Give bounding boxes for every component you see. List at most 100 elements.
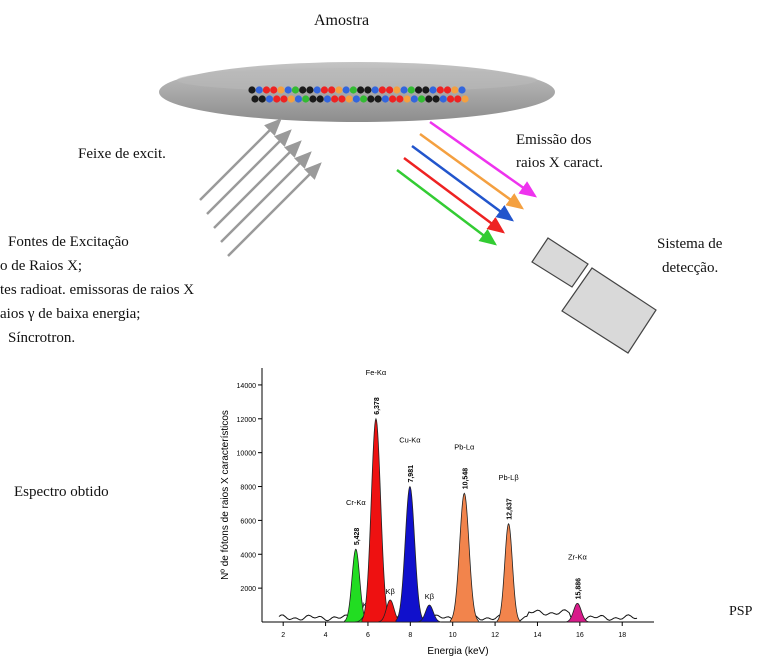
excitation-beam-arrows: [199, 118, 322, 257]
sample-dot: [400, 86, 408, 94]
sample-dot: [364, 86, 372, 94]
sample-dot: [446, 95, 455, 103]
source-item: Síncrotron.: [8, 330, 76, 346]
sample-dot: [461, 95, 469, 103]
spectrum-peak: [361, 417, 391, 623]
sample-dot: [393, 86, 401, 94]
peak-energy-label: 10,548: [462, 468, 469, 490]
sample-dot: [374, 95, 382, 103]
sample-dot: [287, 95, 295, 103]
sample-label: Amostra: [314, 12, 370, 29]
excitation-beam-label: Feixe de excit.: [78, 146, 166, 162]
sample-dot: [313, 86, 321, 94]
sample-dot: [291, 86, 300, 94]
sample-dot: [371, 86, 379, 94]
peak-energy-label: 12,637: [507, 498, 514, 520]
sample-dot: [284, 86, 292, 94]
detector-label-line1: Sistema de: [657, 236, 723, 252]
sample-dot: [451, 86, 459, 94]
sample-dot: [255, 86, 263, 94]
spectrum-peak: [417, 604, 442, 623]
corner-label: PSP: [729, 604, 753, 619]
sample-disc: [159, 62, 555, 122]
sample-dot: [360, 95, 368, 103]
detector-label-line2: detecção.: [662, 260, 719, 276]
sample-dot: [345, 95, 353, 103]
sample-dot: [309, 95, 317, 103]
x-axis-label: Energia (keV): [427, 646, 488, 657]
sample-dot: [342, 86, 350, 94]
sample-dot: [299, 86, 307, 94]
sample-dot: [439, 95, 447, 103]
x-tick-label: 12: [491, 632, 499, 639]
x-tick-label: 8: [408, 632, 412, 639]
sample-dot: [367, 95, 375, 103]
peak-name-label: Cu-Kα: [399, 436, 421, 445]
y-tick-label: 12000: [237, 417, 257, 424]
sample-dot: [262, 86, 271, 94]
sample-dot: [320, 86, 329, 94]
sample-dot: [277, 86, 285, 94]
x-tick-label: 6: [366, 632, 370, 639]
sample-dot: [258, 95, 266, 103]
sample-dot: [432, 95, 440, 103]
x-tick-label: 14: [534, 632, 542, 639]
spectrum-peak: [449, 492, 479, 623]
sample-dot: [385, 86, 394, 94]
sample-dot: [425, 95, 433, 103]
sample-dot: [302, 95, 310, 103]
y-tick-label: 10000: [237, 451, 257, 458]
sample-dot: [417, 95, 426, 103]
spectrum-peak: [565, 602, 590, 623]
y-tick-label: 6000: [240, 518, 256, 525]
peak-name-label: Zr-Kα: [568, 552, 588, 561]
sample-dot: [458, 86, 466, 94]
source-item: aios γ de baixa energia;: [0, 306, 141, 322]
emission-label-line1: Emissão dos: [516, 132, 592, 148]
y-axis-label: Nº de fótons de raios X característicos: [220, 410, 231, 580]
sample-dot: [338, 95, 346, 103]
sample-dot: [388, 95, 397, 103]
y-tick-label: 4000: [240, 552, 256, 559]
sample-dot: [410, 95, 418, 103]
sample-dot: [381, 95, 389, 103]
spectrum-peak: [343, 548, 368, 623]
sample-dot: [265, 95, 274, 103]
sample-dot: [270, 86, 278, 94]
peak-energy-label: 15,886: [575, 578, 582, 600]
sample-dot: [443, 86, 452, 94]
peak-name-label: Fe-Kα: [366, 368, 387, 377]
sample-dot: [349, 86, 357, 94]
x-tick-label: 2: [281, 632, 285, 639]
sample-dot: [306, 86, 314, 94]
sample-dot: [396, 95, 404, 103]
sample-dot: [328, 86, 336, 94]
sample-dot: [331, 95, 339, 103]
y-tick-label: 2000: [240, 586, 256, 593]
peak-energy-label: 5,428: [354, 528, 361, 546]
sample-dot: [280, 95, 288, 103]
x-tick-label: 16: [576, 632, 584, 639]
sample-dot: [294, 95, 303, 103]
sample-dot: [335, 86, 343, 94]
spectrum-peak: [395, 485, 425, 623]
sample-dot: [378, 86, 386, 94]
peak-name-label: Pb-Lβ: [499, 473, 520, 482]
sample-dot: [248, 86, 256, 94]
sources-title: Fontes de Excitação: [8, 234, 129, 250]
peak-name-label: Pb-Lα: [454, 442, 475, 451]
sample-dot: [407, 86, 415, 94]
sample-dot: [273, 95, 281, 103]
sample-dot: [422, 86, 430, 94]
peak-name-label: Kβ: [425, 592, 435, 601]
y-tick-label: 8000: [240, 485, 256, 492]
sample-dot: [357, 86, 365, 94]
detector-icon: [531, 237, 657, 354]
sample-dots: [248, 86, 469, 103]
sample-dot: [352, 95, 360, 103]
source-item: o de Raios X;: [0, 258, 83, 274]
sample-dot: [323, 95, 332, 103]
